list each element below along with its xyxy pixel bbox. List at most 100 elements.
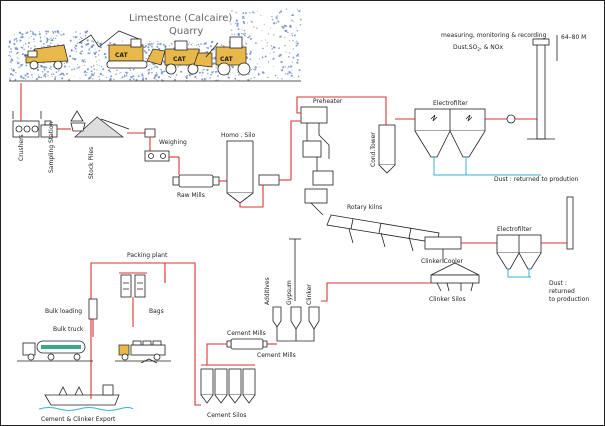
speckle	[44, 36, 46, 38]
speckle	[297, 75, 300, 78]
speckle	[99, 43, 102, 46]
speckle	[288, 45, 290, 47]
speckle	[74, 47, 76, 49]
speckle	[237, 71, 239, 73]
speckle	[151, 45, 153, 48]
speckle	[262, 55, 264, 57]
speckle	[292, 48, 295, 50]
speckle	[132, 68, 135, 71]
speckle	[9, 79, 12, 81]
speckle	[103, 52, 107, 56]
speckle	[295, 27, 297, 29]
speckle	[78, 66, 81, 69]
speckle	[253, 68, 255, 71]
speckle	[95, 51, 98, 54]
speckle	[57, 31, 60, 34]
speckle	[273, 46, 276, 49]
speckle	[168, 45, 170, 47]
speckle	[93, 68, 96, 71]
speckle	[273, 51, 275, 53]
speckle	[79, 32, 81, 35]
speckle	[60, 30, 62, 32]
speckle	[162, 43, 165, 46]
speckle	[75, 45, 77, 47]
speckle	[244, 32, 247, 35]
speckle	[151, 43, 153, 46]
speckle	[159, 42, 162, 46]
speckle	[244, 41, 246, 43]
speckle	[130, 76, 133, 79]
speckle	[31, 74, 33, 76]
speckle	[267, 76, 269, 79]
speckle	[212, 63, 215, 65]
speckle	[284, 66, 286, 68]
speckle	[236, 22, 239, 25]
speckle	[129, 78, 132, 81]
speckle	[54, 77, 57, 81]
speckle	[144, 44, 148, 48]
speckle	[264, 55, 267, 58]
speckle	[100, 65, 103, 68]
label-electrofilter-bottom: Electrofilter	[497, 226, 532, 233]
speckle	[247, 36, 249, 39]
speckle	[270, 27, 272, 29]
speckle	[16, 52, 18, 55]
speckle	[82, 35, 84, 37]
speckle	[156, 73, 158, 75]
speckle	[147, 43, 150, 46]
speckle	[216, 71, 218, 73]
speckle	[254, 12, 256, 14]
speckle	[22, 63, 24, 65]
speckle	[236, 12, 238, 14]
speckle	[141, 75, 144, 77]
speckle	[186, 75, 188, 77]
speckle	[34, 45, 36, 48]
speckle	[73, 68, 76, 70]
speckle	[24, 55, 26, 57]
speckle	[201, 69, 203, 71]
speckle	[83, 61, 85, 63]
speckle	[44, 76, 47, 78]
speckle	[123, 75, 126, 77]
speckle	[250, 21, 253, 23]
speckle	[281, 78, 283, 80]
speckle	[92, 78, 94, 80]
speckle	[149, 44, 152, 46]
speckle	[8, 41, 12, 44]
speckle	[289, 52, 291, 54]
speckle	[190, 74, 192, 75]
speckle	[61, 34, 63, 36]
speckle	[38, 31, 41, 33]
speckle	[32, 31, 34, 33]
speckle	[273, 66, 275, 68]
speckle	[61, 72, 64, 75]
speckle	[214, 79, 216, 81]
speckle	[24, 43, 27, 45]
speckle	[280, 69, 284, 72]
speckle	[293, 34, 296, 37]
speckle	[58, 74, 60, 76]
speckle	[26, 72, 29, 75]
speckle	[190, 43, 192, 46]
speckle	[106, 76, 108, 79]
speckle	[15, 46, 17, 48]
speckle	[285, 8, 288, 10]
speckle	[43, 74, 46, 77]
speckle	[297, 55, 299, 57]
speckle	[292, 40, 294, 42]
speckle	[110, 75, 113, 78]
speckle	[35, 78, 39, 81]
speckle	[47, 30, 49, 33]
speckle	[218, 79, 220, 81]
speckle	[41, 70, 44, 73]
speckle	[201, 78, 204, 81]
speckle	[25, 32, 27, 35]
speckle	[20, 76, 23, 79]
speckle	[38, 33, 41, 36]
speckle	[8, 54, 10, 57]
speckle	[10, 48, 12, 50]
speckle	[83, 71, 86, 74]
speckle	[65, 61, 69, 64]
speckle	[242, 12, 245, 15]
speckle	[20, 63, 23, 67]
